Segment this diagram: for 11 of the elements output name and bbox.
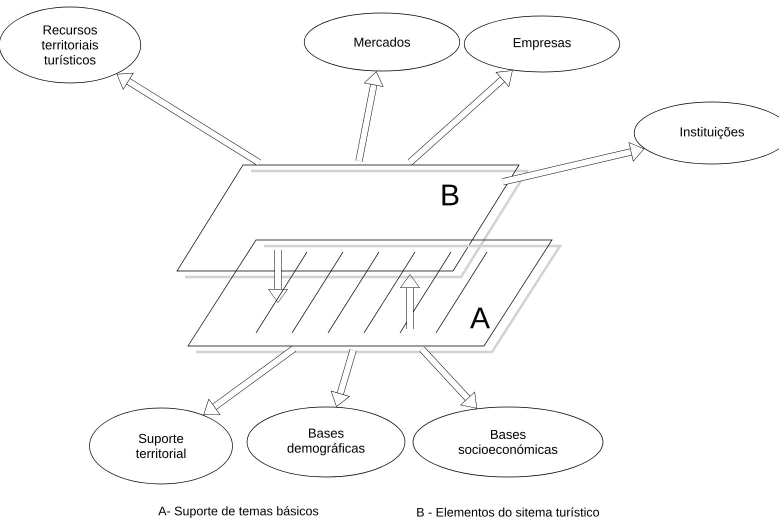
hollow-arrow — [502, 142, 644, 186]
hollow-arrow — [408, 70, 513, 165]
hollow-arrow — [203, 346, 296, 415]
caption-text: B - Elementos do sitema turístico — [417, 507, 600, 517]
hollow-arrow — [400, 274, 420, 329]
hollow-arrow — [116, 72, 261, 166]
hollow-arrow — [419, 346, 477, 408]
hollow-arrow — [268, 250, 288, 303]
hollow-arrow — [330, 349, 357, 407]
hollow-arrow — [356, 71, 384, 162]
caption-text: A- Suporte de temas básicos — [158, 506, 318, 518]
